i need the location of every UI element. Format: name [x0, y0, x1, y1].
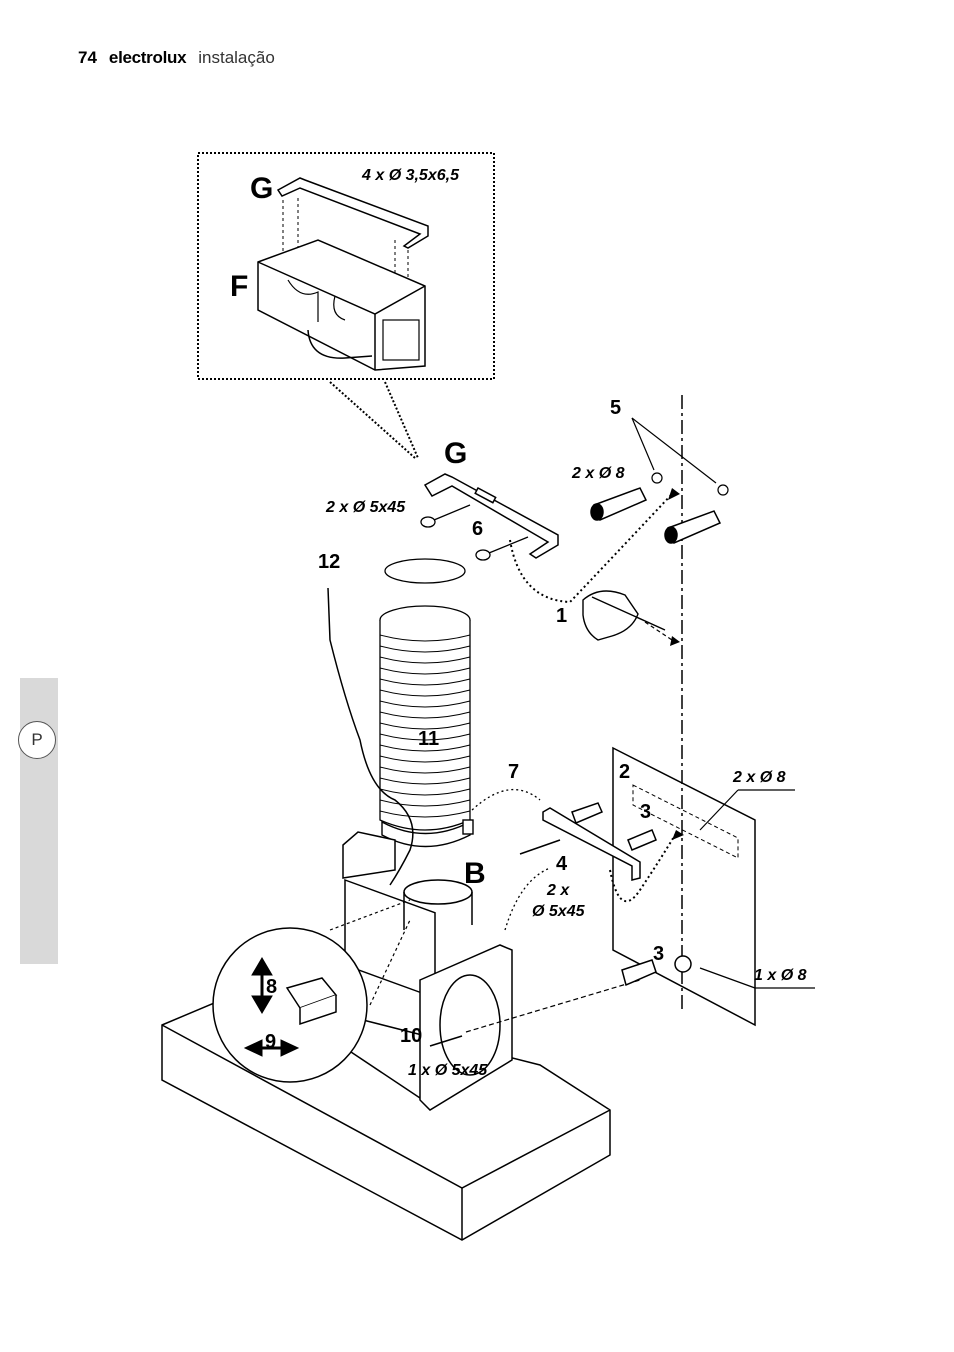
- duct-ribs: [379, 634, 471, 818]
- flexible-duct: [379, 558, 471, 831]
- motor-unit: [342, 831, 473, 999]
- label-3-lower: 3: [653, 943, 664, 965]
- duct-rib: [379, 744, 471, 752]
- duct-rib: [379, 700, 471, 708]
- zoom-detail: [212, 927, 368, 1083]
- duct-rib: [379, 766, 471, 774]
- duct-rib: [379, 656, 471, 664]
- adjust-arrows: [243, 957, 300, 1057]
- label-9: 9: [265, 1031, 276, 1053]
- upper-wall-plugs: [590, 487, 722, 544]
- spec-inset-screws: 4 x Ø 3,5x6,5: [361, 167, 460, 184]
- duct-rib: [379, 733, 471, 741]
- spec-bracket-screws-count: 2 x: [546, 882, 570, 899]
- duct-rib: [379, 711, 471, 719]
- inset-detail: [197, 152, 495, 380]
- brand-name: electrolux: [108, 48, 187, 67]
- duct-rib: [379, 777, 471, 785]
- label-3-upper: 3: [640, 801, 651, 823]
- label-1: 1: [556, 605, 567, 627]
- power-cable: [327, 587, 414, 886]
- duct-rib: [379, 788, 471, 796]
- page-header: 74 electrolux instalação: [78, 48, 275, 68]
- marking-hand: [582, 590, 666, 641]
- duct-rib: [379, 722, 471, 730]
- label-7: 7: [508, 761, 519, 783]
- duct-rib: [379, 689, 471, 697]
- label-g-bracket: G: [444, 437, 467, 470]
- duct-rib: [379, 810, 471, 818]
- page-number: 74: [78, 48, 97, 67]
- duct-rib: [379, 799, 471, 807]
- spec-upper-screws: 2 x Ø 5x45: [325, 499, 406, 516]
- duct-rib: [379, 667, 471, 675]
- duct-rib: [379, 678, 471, 686]
- label-12: 12: [318, 551, 340, 573]
- label-f: F: [230, 270, 248, 303]
- label-6: 6: [472, 518, 483, 540]
- label-11: 11: [418, 728, 439, 750]
- duct-rib: [379, 755, 471, 763]
- label-8: 8: [266, 976, 277, 998]
- label-b: B: [464, 857, 486, 890]
- spec-upper-plugs: 2 x Ø 8: [571, 465, 625, 482]
- language-code: P: [31, 730, 43, 749]
- duct-rib: [379, 634, 471, 642]
- duct-rib: [379, 645, 471, 653]
- wall-bracket: [542, 802, 657, 987]
- spec-wall-plugs: 2 x Ø 8: [732, 769, 786, 786]
- spec-single-plug: 1 x Ø 8: [754, 967, 807, 984]
- section-title: instalação: [198, 48, 275, 67]
- label-10: 10: [400, 1025, 422, 1047]
- duct-clamp: [381, 819, 474, 848]
- upper-screws: [420, 504, 529, 561]
- label-2: 2: [619, 761, 630, 783]
- spec-bracket-screws-size: Ø 5x45: [532, 903, 586, 920]
- spec-single-screw: 1 x Ø 5x45: [408, 1062, 488, 1079]
- label-5: 5: [610, 397, 621, 419]
- label-g-inset: G: [250, 172, 273, 205]
- inset-connector: [329, 381, 419, 459]
- upper-bracket: [423, 473, 559, 559]
- label-4: 4: [556, 853, 568, 875]
- language-badge: P: [18, 721, 56, 759]
- wall-template: [612, 746, 815, 1027]
